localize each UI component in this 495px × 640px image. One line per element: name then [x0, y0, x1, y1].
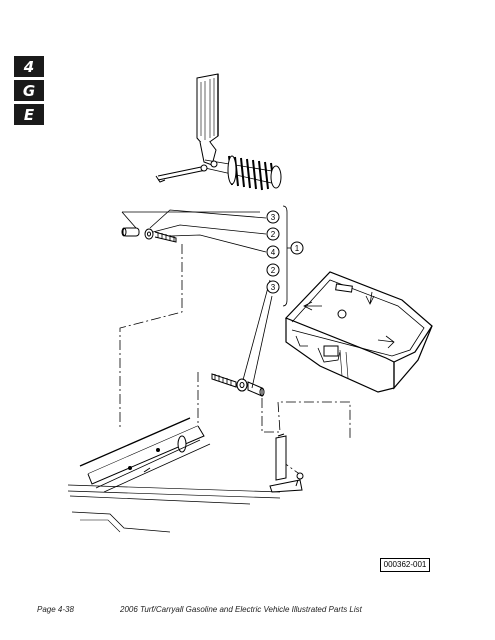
callout-1: 1	[295, 244, 300, 253]
callout-2-upper: 2	[271, 230, 276, 239]
callout-bubbles	[266, 205, 304, 307]
footer-page-number: Page 4-38	[37, 605, 74, 614]
section-tab-4: 4	[14, 56, 44, 77]
footer-document-title: 2006 Turf/Carryall Gasoline and Electric…	[120, 605, 362, 614]
housing-assembly	[284, 271, 433, 393]
callout-4: 4	[271, 248, 276, 257]
frame-section	[67, 417, 281, 533]
mounting-bracket	[269, 433, 304, 493]
leader-lines	[121, 209, 273, 389]
figure-number: 000362-001	[380, 558, 430, 572]
upper-hardware	[121, 227, 177, 243]
callout-3-upper: 3	[271, 213, 276, 222]
callout-3-lower: 3	[271, 283, 276, 292]
callout-2-lower: 2	[271, 266, 276, 275]
latch-spring-assembly	[155, 155, 282, 191]
alignment-lines	[119, 244, 351, 479]
latch-handle	[196, 73, 219, 166]
lower-hardware	[211, 373, 265, 397]
section-tab-e: E	[14, 104, 44, 125]
section-tab-g: G	[14, 80, 44, 101]
